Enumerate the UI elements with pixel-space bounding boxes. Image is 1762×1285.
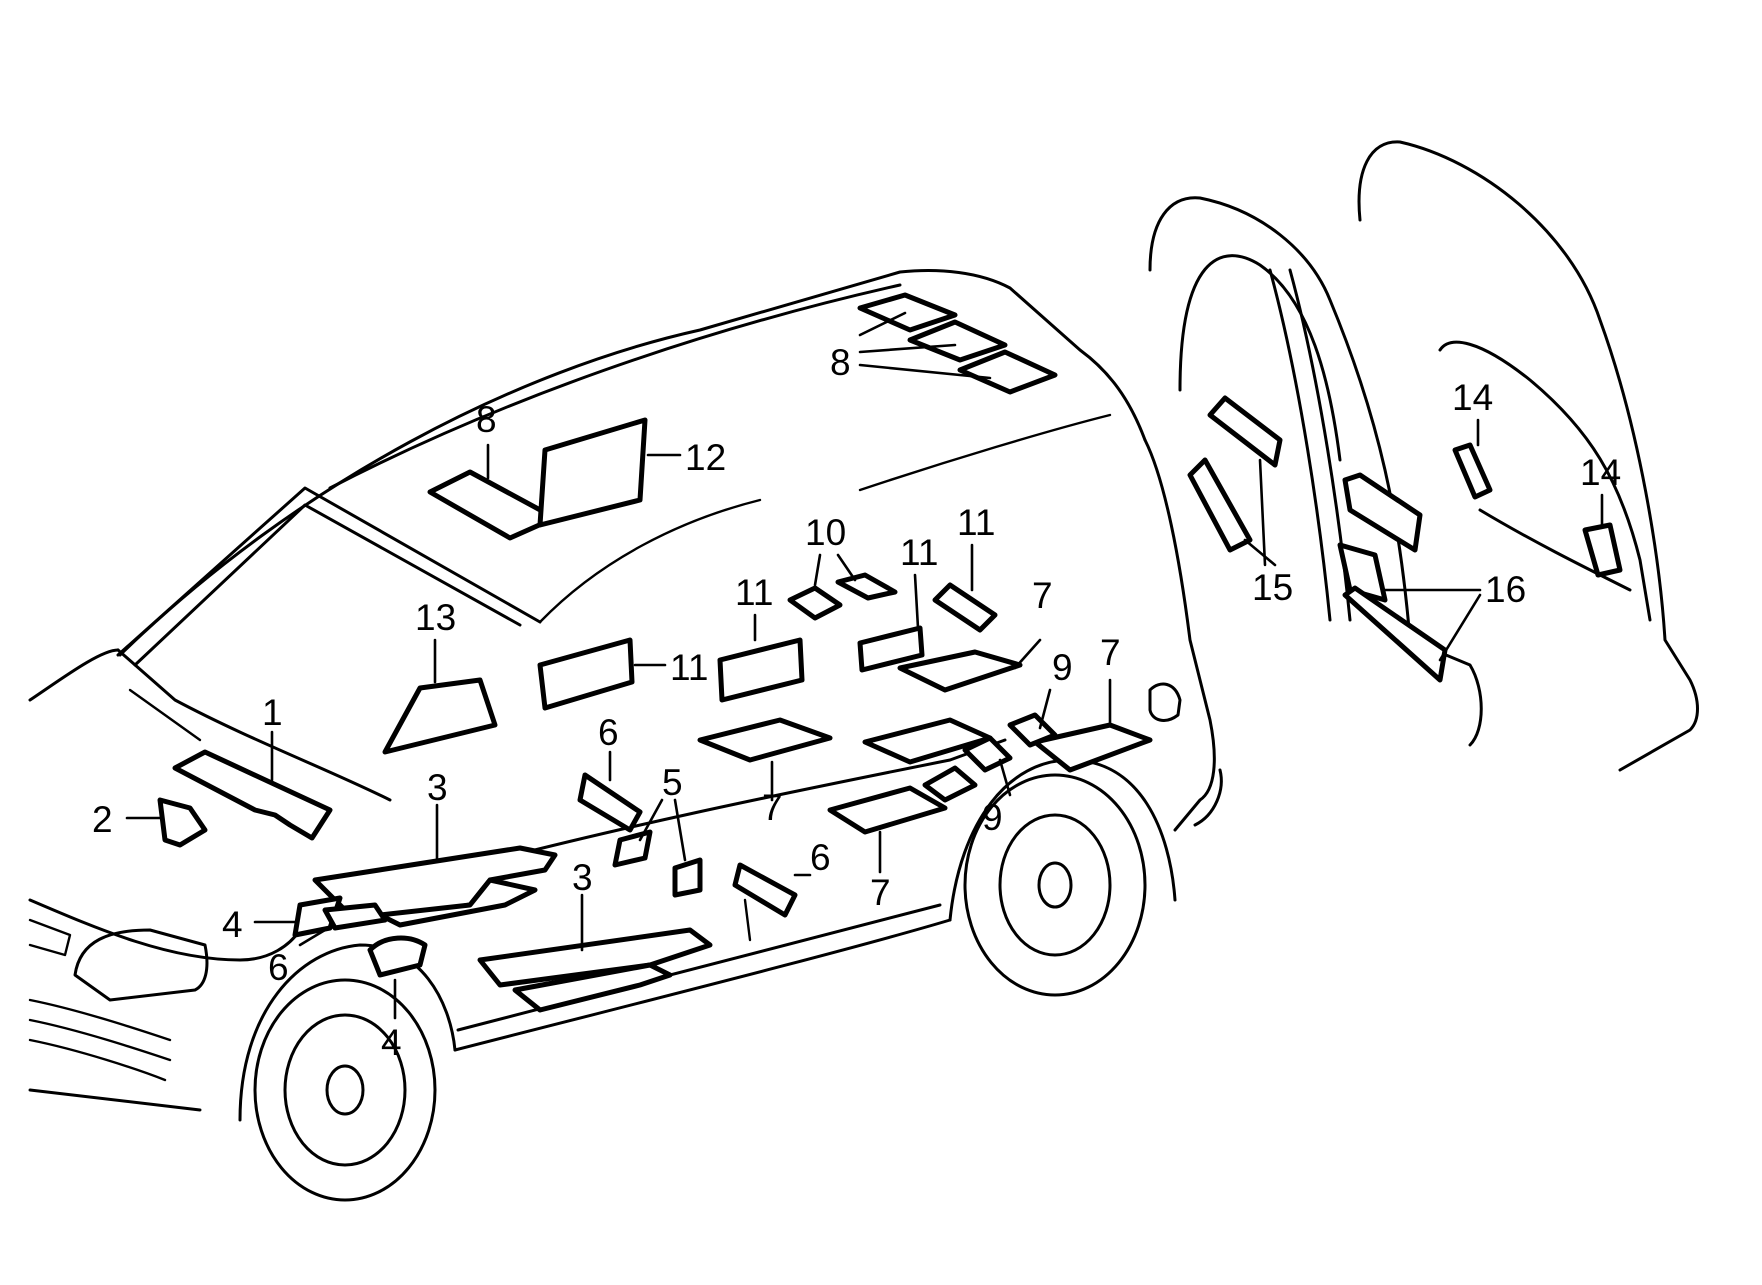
callout-14-a: 14 — [1452, 377, 1493, 418]
callout-4-front: 4 — [222, 904, 243, 945]
vehicle-body-outline — [28, 269, 1223, 1202]
pad-7-e — [1032, 722, 1153, 773]
pad-1 — [172, 749, 333, 841]
callout-16: 16 — [1485, 569, 1526, 610]
callout-7-b: 7 — [870, 872, 891, 913]
callout-7-a: 7 — [762, 787, 783, 828]
callout-4-wheel: 4 — [381, 1022, 402, 1063]
pad-14-a — [1452, 442, 1493, 500]
pad-16-c — [1342, 585, 1448, 683]
callout-3-front: 3 — [427, 767, 448, 808]
pad-7-a — [697, 717, 833, 763]
leader-lines — [125, 311, 1604, 1020]
pad-16-a — [1342, 472, 1423, 553]
callout-13: 13 — [415, 597, 456, 638]
callout-1: 1 — [262, 692, 283, 733]
pad-4-wheel — [367, 935, 428, 978]
pad-6-a — [577, 772, 643, 833]
callout-6-b: 6 — [810, 837, 831, 878]
callout-labels: 1 2 3 3 4 4 5 6 6 6 7 7 7 7 8 8 9 9 10 1… — [92, 342, 1621, 1063]
pad-5-a — [612, 829, 653, 868]
pad-9-b — [962, 735, 1013, 773]
pad-11-d — [932, 582, 998, 633]
callout-11-a: 11 — [670, 647, 708, 688]
pad-5-b — [672, 857, 703, 898]
callout-5: 5 — [662, 762, 683, 803]
pad-12 — [537, 417, 648, 528]
callout-15: 15 — [1252, 567, 1293, 608]
pad-11-c — [857, 625, 925, 673]
pad-3-front-b — [377, 877, 538, 928]
pad-15-b — [1187, 457, 1253, 553]
rear-doors-outline — [1148, 140, 1699, 772]
pad-3-rear-b — [512, 962, 673, 1013]
callout-7-d: 7 — [1100, 632, 1121, 673]
pad-15-a — [1207, 395, 1283, 468]
pad-8-b — [857, 292, 958, 333]
pad-6-b — [732, 862, 798, 918]
callout-2: 2 — [92, 799, 113, 840]
callout-11-d: 11 — [957, 502, 995, 543]
callout-6-a: 6 — [598, 712, 619, 753]
pad-3-rear — [477, 927, 713, 988]
callout-11-b: 11 — [735, 572, 773, 613]
callout-3-rear: 3 — [572, 857, 593, 898]
pad-8-d — [957, 349, 1058, 395]
insulation-pads — [157, 292, 1623, 1013]
pad-14-b — [1582, 522, 1623, 578]
pad-16-b — [1337, 542, 1388, 603]
callout-14-b: 14 — [1580, 452, 1621, 493]
pad-6-c — [322, 902, 388, 931]
pad-7-d — [897, 649, 1023, 693]
pad-2 — [157, 797, 208, 848]
callout-12: 12 — [685, 437, 726, 478]
pad-8-c — [907, 319, 1008, 363]
pad-9-a — [1007, 712, 1058, 748]
pad-10-a — [787, 585, 843, 621]
pad-7-b — [827, 785, 948, 835]
callout-8-b: 8 — [830, 342, 851, 383]
pad-11-a — [537, 637, 635, 711]
callout-6-c: 6 — [268, 947, 289, 988]
callout-9-a: 9 — [1052, 647, 1073, 688]
pad-9-c — [922, 765, 978, 803]
pad-11-b — [717, 637, 805, 703]
pad-13 — [382, 677, 498, 755]
pad-10-b — [835, 572, 898, 601]
pad-8-a — [427, 469, 558, 541]
callout-9-b: 9 — [982, 797, 1003, 838]
callout-11-c: 11 — [900, 532, 938, 573]
callout-7-c: 7 — [1032, 575, 1053, 616]
callout-8-a: 8 — [476, 399, 497, 440]
callout-10: 10 — [805, 512, 846, 553]
